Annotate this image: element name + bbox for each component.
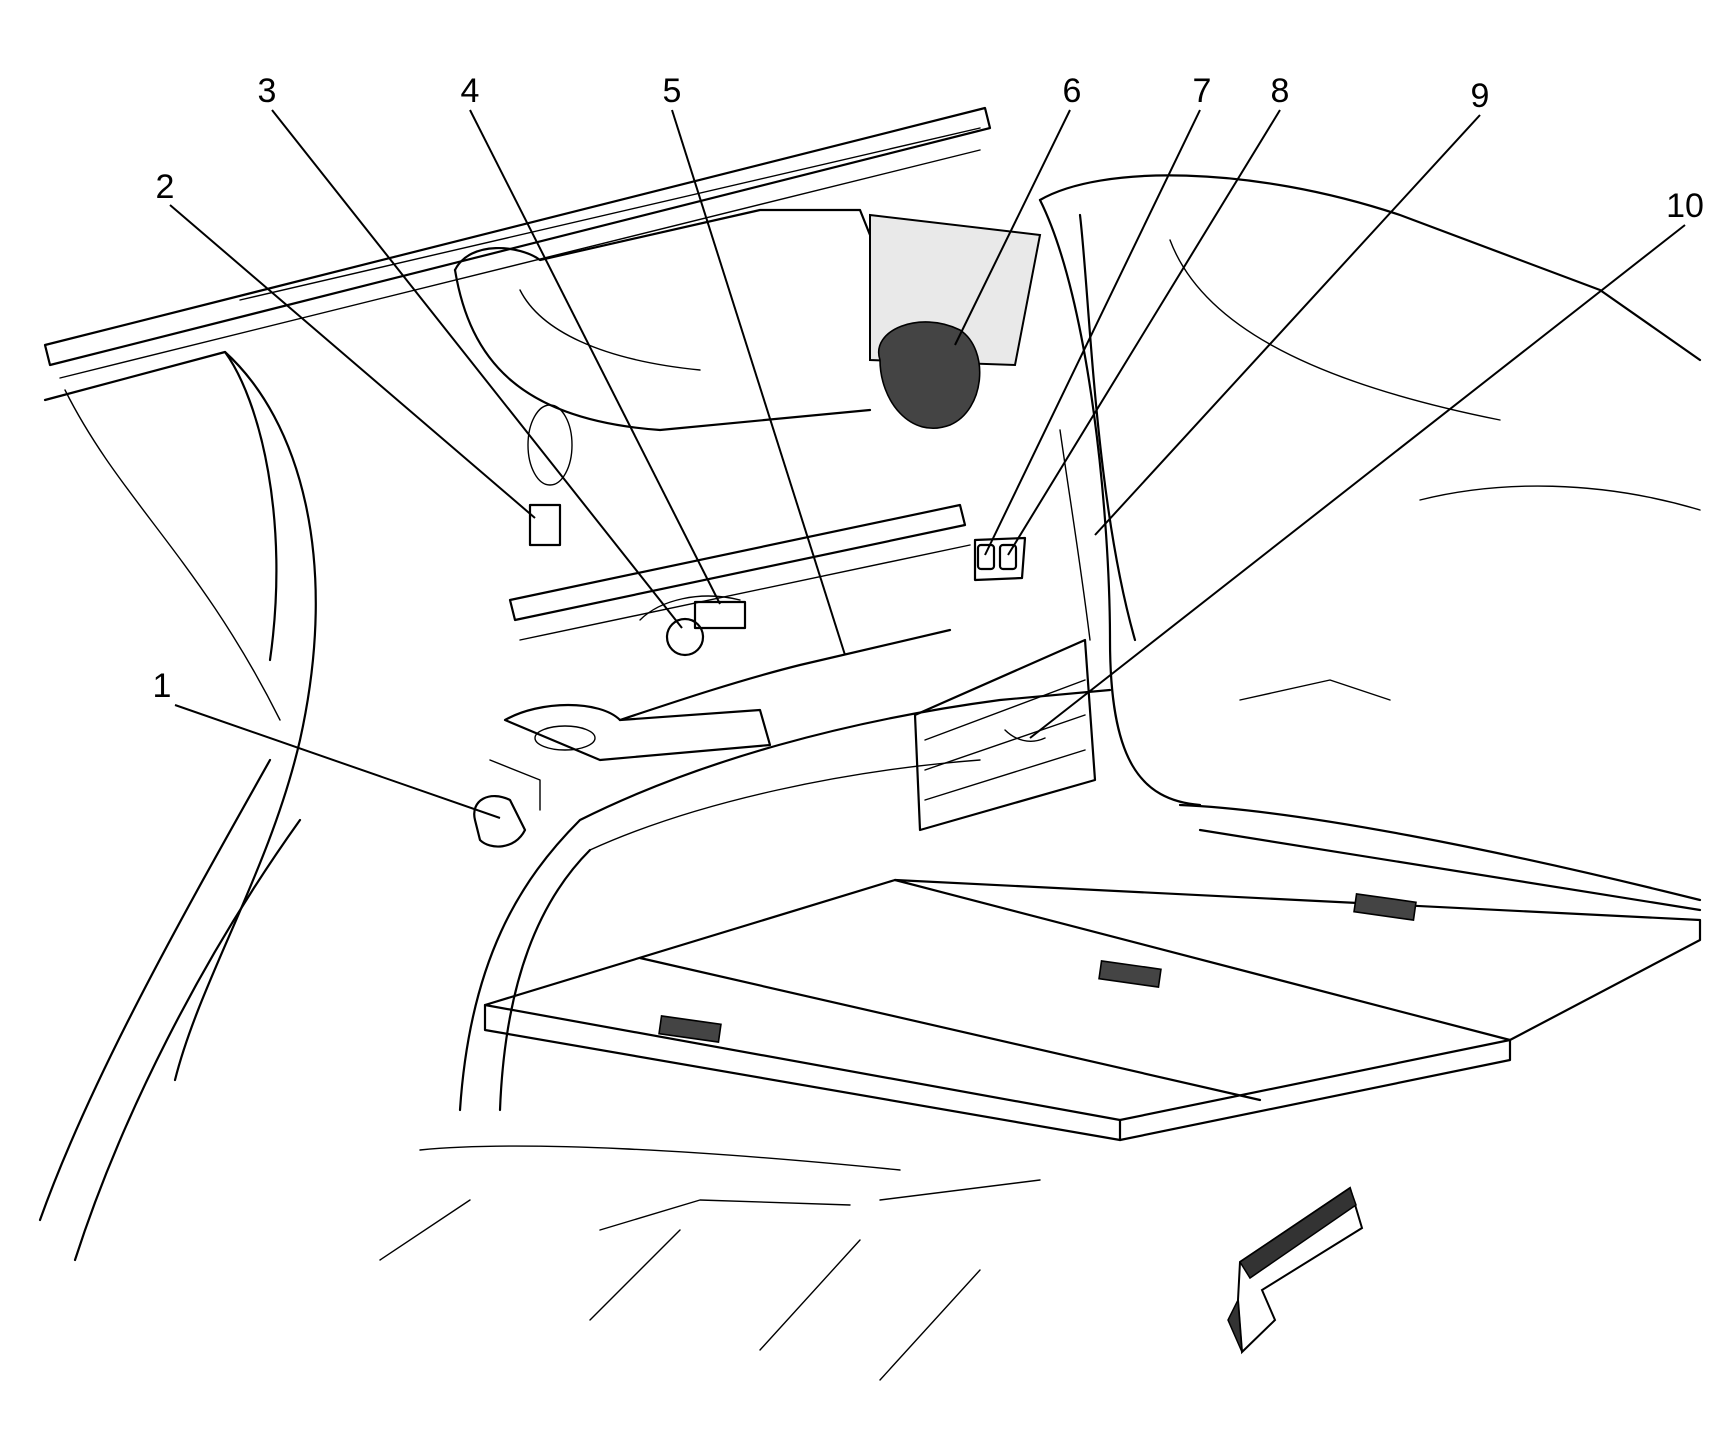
switch-7 <box>976 543 996 571</box>
leader-8 <box>1007 109 1281 556</box>
leader-7 <box>984 109 1201 556</box>
leader-5 <box>671 109 846 656</box>
connector-2 <box>528 503 562 547</box>
callout-7: 7 <box>1193 72 1212 110</box>
callout-4: 4 <box>461 72 480 110</box>
callout-8: 8 <box>1271 72 1290 110</box>
module-4 <box>693 600 747 630</box>
front-direction-arrow-icon <box>1227 1186 1364 1355</box>
callout-labels: 1 2 3 4 5 6 7 8 9 10 <box>153 72 1704 705</box>
callout-6: 6 <box>1063 72 1082 110</box>
switch-8 <box>998 543 1018 571</box>
leader-9 <box>1094 114 1481 536</box>
callout-1: 1 <box>153 667 172 705</box>
speaker-grille <box>877 321 981 429</box>
wire-harness <box>618 628 952 722</box>
leader-lines <box>169 109 1686 819</box>
cargo-floor-panels <box>379 878 1702 1381</box>
seat-belt-buckle <box>473 795 527 848</box>
callout-9: 9 <box>1471 77 1490 115</box>
callout-5: 5 <box>663 72 682 110</box>
vehicle-body <box>38 106 1702 1262</box>
leader-3 <box>271 109 683 629</box>
leader-4 <box>469 109 721 605</box>
module-3 <box>665 617 705 657</box>
callout-3: 3 <box>258 72 277 110</box>
leader-6 <box>954 109 1071 346</box>
callout-10: 10 <box>1666 187 1704 225</box>
callout-2: 2 <box>156 168 175 206</box>
leader-2 <box>169 204 536 519</box>
leader-10 <box>1029 224 1686 739</box>
leader-1 <box>174 704 501 819</box>
